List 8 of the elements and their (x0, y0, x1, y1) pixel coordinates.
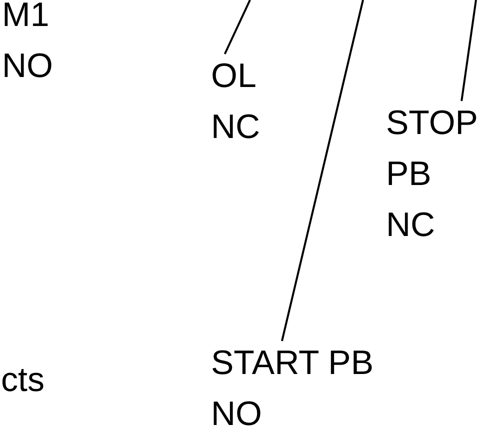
component-label: START PB NO (211, 338, 421, 440)
text-label: cts (1, 360, 46, 401)
component-label: STOP PB NC (386, 98, 486, 251)
leader-line (224, 0, 251, 54)
component-label: OL NC (211, 51, 281, 153)
text-label: M1 NO (2, 0, 54, 87)
leader-line (281, 0, 364, 342)
leader-line (460, 0, 477, 102)
